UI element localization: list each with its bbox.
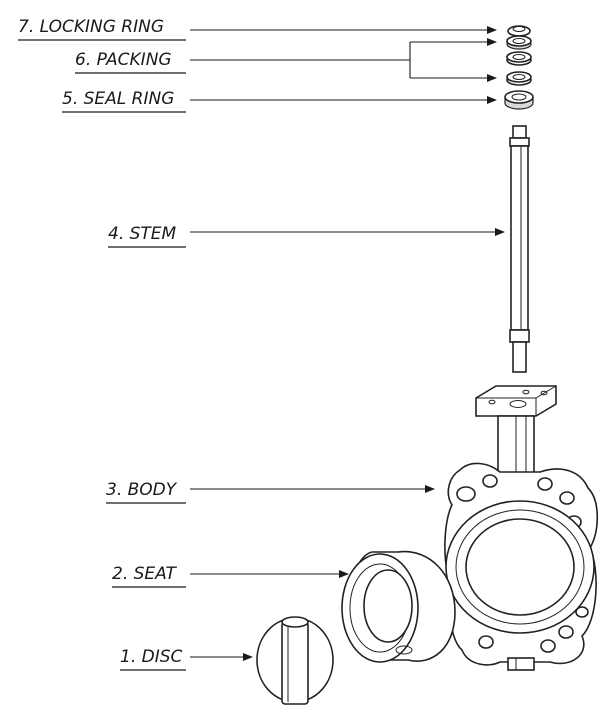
- lug-hole: [558, 625, 574, 639]
- label-body: 3. BODY: [106, 480, 178, 500]
- lug-hole: [537, 477, 553, 491]
- lug-hole: [456, 486, 476, 502]
- label-packing-group: 6. PACKING: [75, 38, 497, 82]
- label-disc: 1. DISC: [120, 647, 183, 667]
- valve-body-part: [444, 385, 599, 671]
- packing-ring-middle-part: [506, 51, 532, 66]
- disc-part: [256, 616, 334, 705]
- label-seal-ring: 5. SEAL RING: [62, 89, 174, 109]
- lug-hole: [478, 635, 494, 649]
- label-stem: 4. STEM: [108, 224, 177, 244]
- packing-ring-lower-part: [506, 71, 532, 86]
- label-seat-group: 2. SEAT: [112, 564, 349, 588]
- label-locking-ring-group: 7. LOCKING RING: [18, 17, 497, 41]
- label-seat: 2. SEAT: [112, 564, 178, 584]
- locking-ring-part: [507, 25, 531, 37]
- seal-ring-part: [504, 90, 534, 110]
- lug-hole: [559, 491, 575, 505]
- label-packing: 6. PACKING: [75, 50, 172, 70]
- seat-part: [341, 550, 456, 663]
- label-body-group: 3. BODY: [106, 480, 435, 504]
- label-disc-group: 1. DISC: [120, 647, 253, 671]
- label-locking-ring: 7. LOCKING RING: [18, 17, 164, 37]
- lug-hole: [575, 606, 589, 618]
- lug-hole: [540, 639, 556, 653]
- packing-ring-upper-part: [506, 35, 532, 50]
- stem-part: [509, 125, 530, 373]
- label-seal-ring-group: 5. SEAL RING: [62, 89, 497, 113]
- lug-hole: [482, 474, 498, 488]
- label-stem-group: 4. STEM: [108, 224, 505, 248]
